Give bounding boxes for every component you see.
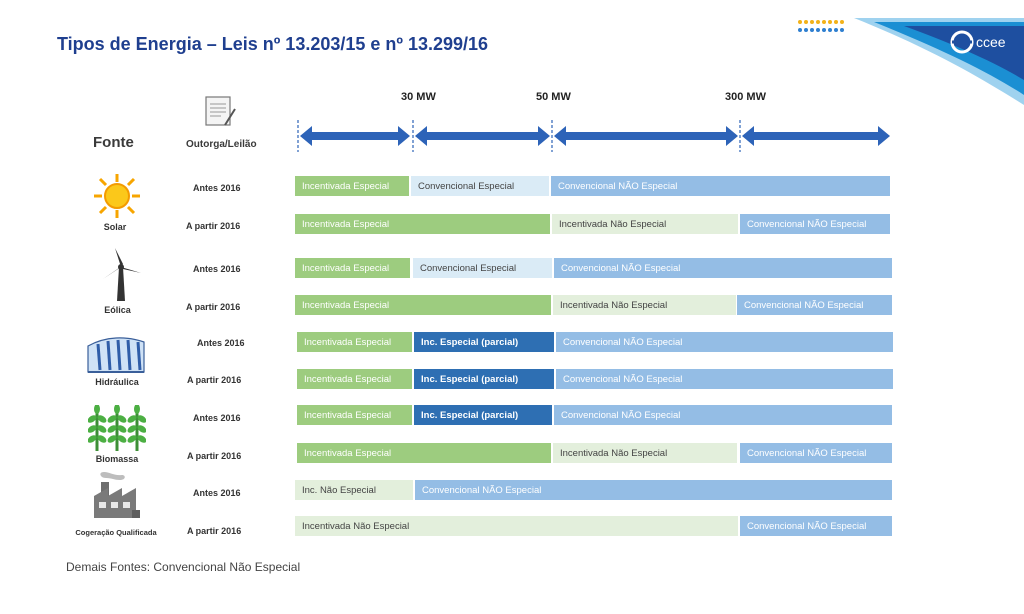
segment-inc-especial-parcial: Inc. Especial (parcial) [414,405,552,425]
segment-inc-especial-parcial: Inc. Especial (parcial) [414,369,554,389]
segment-incentivada-especial: Incentivada Especial [297,369,412,389]
factory-icon [94,472,140,518]
arrow-range-1 [300,126,410,146]
range-arrows [297,120,890,152]
source-label-hidraulica: Hidráulica [95,377,139,387]
period-label: A partir 2016 [187,451,242,461]
threshold-300mw: 300 MW [725,91,766,103]
segment-convencional-especial: Convencional Especial [411,176,549,196]
segment-inc-especial-parcial: Inc. Especial (parcial) [414,332,554,352]
arrow-range-4 [742,126,890,146]
segment-incentivada-especial: Incentivada Especial [297,443,551,463]
period-label: Antes 2016 [193,413,241,423]
period-label: Antes 2016 [193,183,241,193]
source-label-eolica: Eólica [104,305,131,315]
segment-incentivada-especial: Incentivada Especial [295,258,410,278]
segment-incentivada-nao-especial: Incentivada Não Especial [552,214,738,234]
segment-convencional-nao-especial: Convencional NÃO Especial [554,405,892,425]
segment-incentivada-especial: Incentivada Especial [295,214,550,234]
ccee-logo-text: ccee [976,34,1006,50]
segment-incentivada-nao-especial: Incentivada Não Especial [295,516,738,536]
segment-convencional-nao-especial: Convencional NÃO Especial [551,176,890,196]
segment-inc-nao-especial: Inc. Não Especial [295,480,413,500]
segment-convencional-nao-especial: Convencional NÃO Especial [554,258,892,278]
segment-convencional-especial: Convencional Especial [413,258,552,278]
period-label: A partir 2016 [187,526,242,536]
wind-turbine-icon [103,248,141,301]
sun-icon [94,174,140,218]
segment-incentivada-nao-especial: Incentivada Não Especial [553,443,737,463]
segment-incentivada-especial: Incentivada Especial [295,176,409,196]
period-label: A partir 2016 [186,221,241,231]
period-label: Antes 2016 [193,488,241,498]
fonte-header: Fonte [93,134,134,151]
source-label-biomassa: Biomassa [95,454,139,464]
document-icon [205,96,236,126]
arrow-range-3 [554,126,738,146]
segment-convencional-nao-especial: Convencional NÃO Especial [737,295,892,315]
segment-convencional-nao-especial: Convencional NÃO Especial [740,443,892,463]
dam-icon [87,337,145,373]
ccee-logo-icon [950,30,974,54]
threshold-30mw: 30 MW [401,91,436,103]
period-label: Antes 2016 [193,264,241,274]
segment-convencional-nao-especial: Convencional NÃO Especial [740,214,890,234]
segment-incentivada-especial: Incentivada Especial [295,295,551,315]
segment-convencional-nao-especial: Convencional NÃO Especial [740,516,892,536]
threshold-50mw: 50 MW [536,91,571,103]
arrow-range-2 [415,126,550,146]
source-label-solar: Solar [103,222,127,232]
period-label: A partir 2016 [186,302,241,312]
source-label-cogeracao: Cogeração Qualificada [75,528,157,537]
outorga-header: Outorga/Leilão [186,139,257,150]
period-label: A partir 2016 [187,375,242,385]
segment-incentivada-especial: Incentivada Especial [297,332,412,352]
period-label: Antes 2016 [197,338,245,348]
footer-note: Demais Fontes: Convencional Não Especial [66,560,301,574]
page-title: Tipos de Energia – Leis nº 13.203/15 e n… [57,34,489,54]
segment-incentivada-especial: Incentivada Especial [297,405,412,425]
segment-convencional-nao-especial: Convencional NÃO Especial [556,332,893,352]
segment-convencional-nao-especial: Convencional NÃO Especial [415,480,892,500]
segment-convencional-nao-especial: Convencional NÃO Especial [556,369,893,389]
header-decoration: ccee [798,18,1024,105]
segment-incentivada-nao-especial: Incentivada Não Especial [553,295,736,315]
plants-icon [88,405,146,451]
